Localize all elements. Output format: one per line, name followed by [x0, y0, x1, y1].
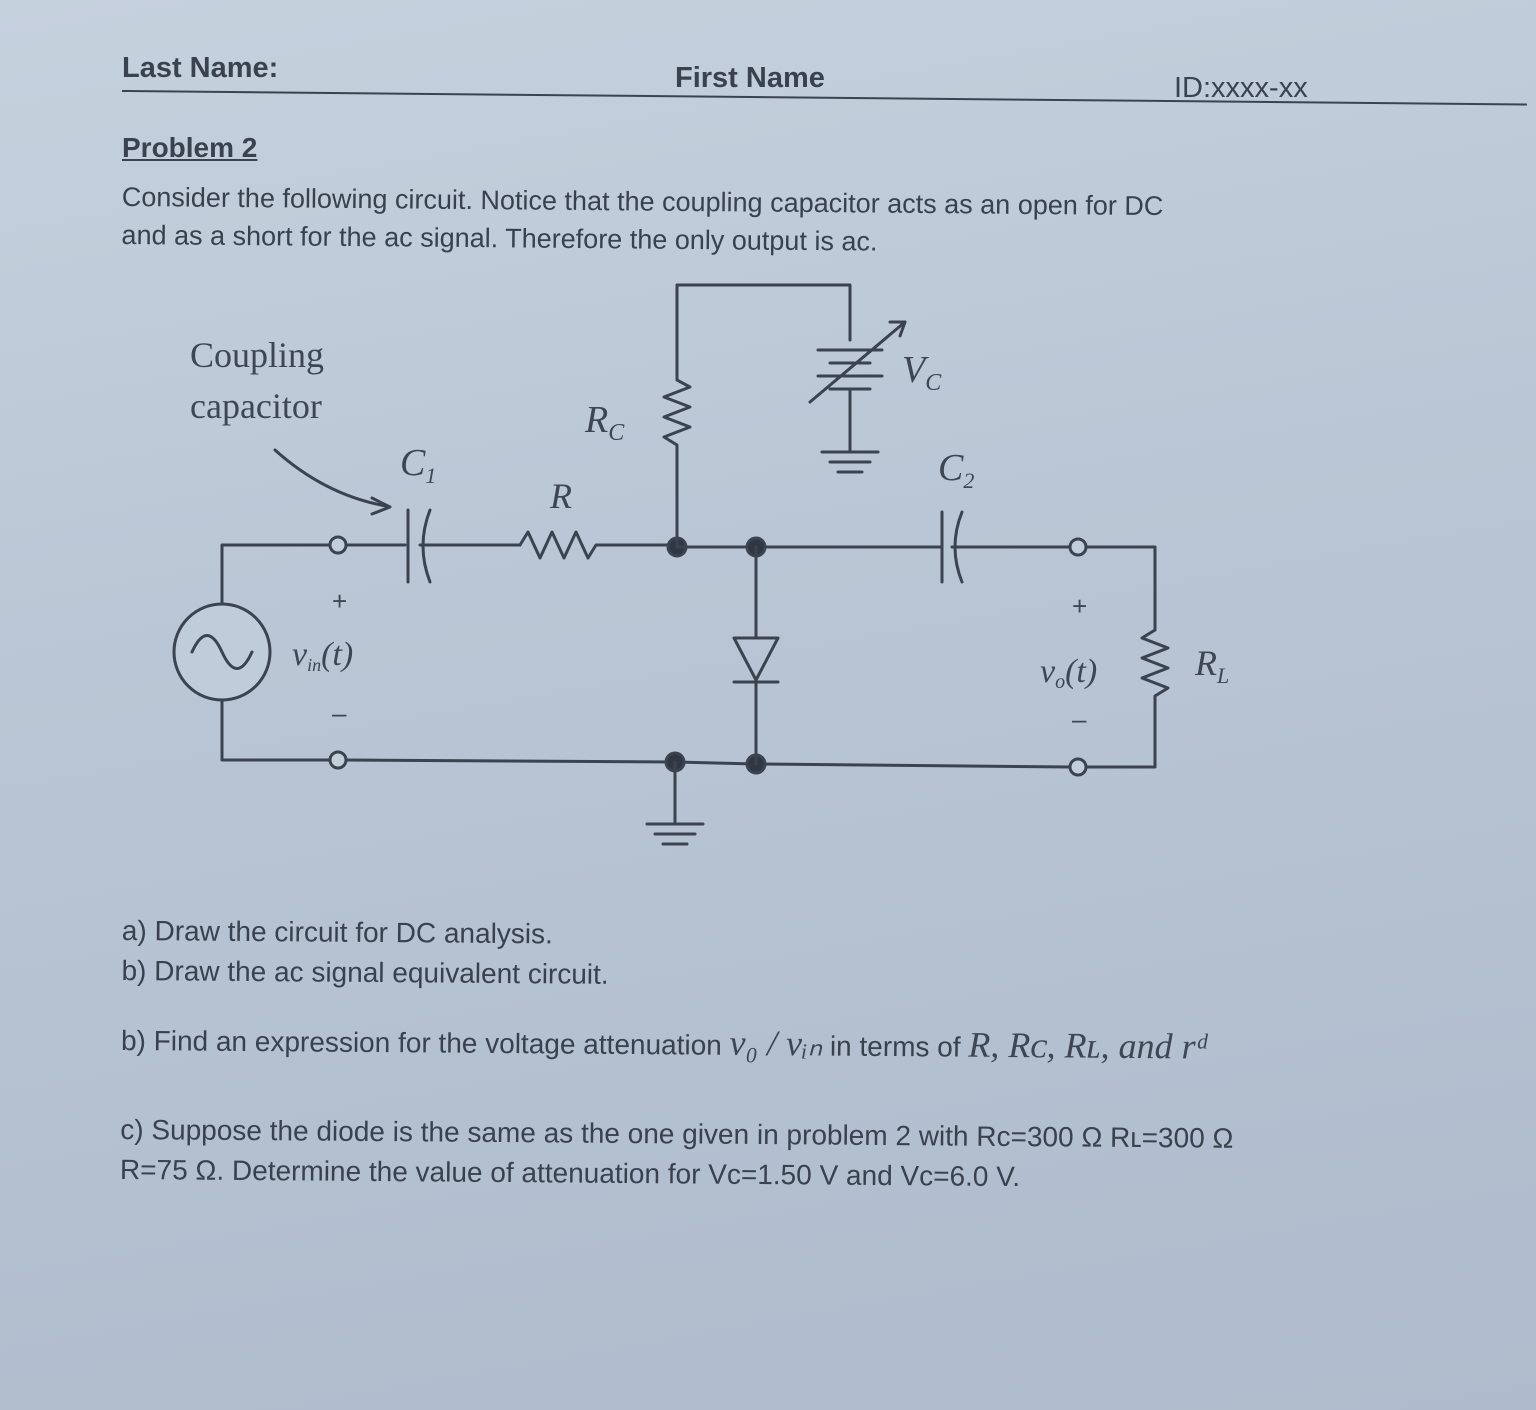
vc-label: VC	[902, 349, 942, 396]
rc-label: RC	[584, 399, 625, 446]
sine-icon	[190, 634, 254, 670]
vo-label: vo(t)	[1040, 653, 1097, 693]
question-c: c) Suppose the diode is the same as the …	[120, 1110, 1234, 1199]
question-a: a) Draw the circuit for DC analysis.	[121, 915, 554, 950]
questions: a) Draw the circuit for DC analysis. b) …	[120, 915, 1522, 1192]
vo-terminal-bottom	[1068, 757, 1088, 777]
wire-bottom	[344, 758, 1072, 769]
header: Last Name: First Name ID:xxxx-xx	[121, 52, 1532, 106]
c2-label: C2	[938, 447, 974, 493]
rl-label: RL	[1194, 643, 1229, 688]
battery-arrowhead	[888, 320, 907, 338]
first-name-label: First Name	[675, 62, 825, 94]
question-b2-mid: in terms of	[821, 1030, 969, 1063]
c1-label: C1	[400, 442, 436, 488]
circuit-diagram: Coupling capacitor C1 R RC VC C2 vin(t) …	[172, 283, 1229, 846]
problem-intro: Consider the following circuit. Notice t…	[121, 178, 1522, 266]
resistor-rc	[662, 283, 852, 549]
vin-plus: +	[332, 586, 347, 616]
coupling-label-1: Coupling	[190, 335, 324, 375]
r-label: R	[549, 476, 572, 516]
variables-expression: R, Rᴄ, Rʟ, and rᵈ	[968, 1024, 1207, 1067]
question-b1: b) Draw the ac signal equivalent circuit…	[121, 954, 609, 990]
vo-minus: –	[1072, 704, 1087, 734]
coupling-label-2: capacitor	[190, 386, 322, 426]
vo-plus: +	[1072, 591, 1087, 621]
vin-label: vin(t)	[292, 636, 353, 675]
vin-terminal-top	[328, 535, 348, 555]
id-label: ID:xxxx-xx	[1174, 72, 1308, 104]
coupling-arrow	[273, 448, 388, 508]
battery-arrow	[808, 320, 907, 404]
question-b2-prefix: b) Find an expression for the voltage at…	[120, 1024, 730, 1061]
diode-triangle	[732, 636, 780, 682]
coupling-arrowhead	[370, 496, 392, 516]
problem-title: Problem 2	[122, 132, 258, 163]
vin-minus: –	[332, 698, 347, 728]
attenuation-expression: v₀ / vᵢₙ	[729, 1022, 823, 1064]
resistor-r	[518, 530, 677, 560]
resistor-rl	[1084, 628, 1170, 769]
question-b2: b) Find an expression for the voltage at…	[121, 1017, 1207, 1068]
wire-to-rl-top	[1084, 545, 1157, 632]
vo-terminal-top	[1068, 537, 1088, 557]
vin-terminal-bottom	[328, 750, 348, 770]
last-name-label: Last Name:	[122, 52, 279, 84]
